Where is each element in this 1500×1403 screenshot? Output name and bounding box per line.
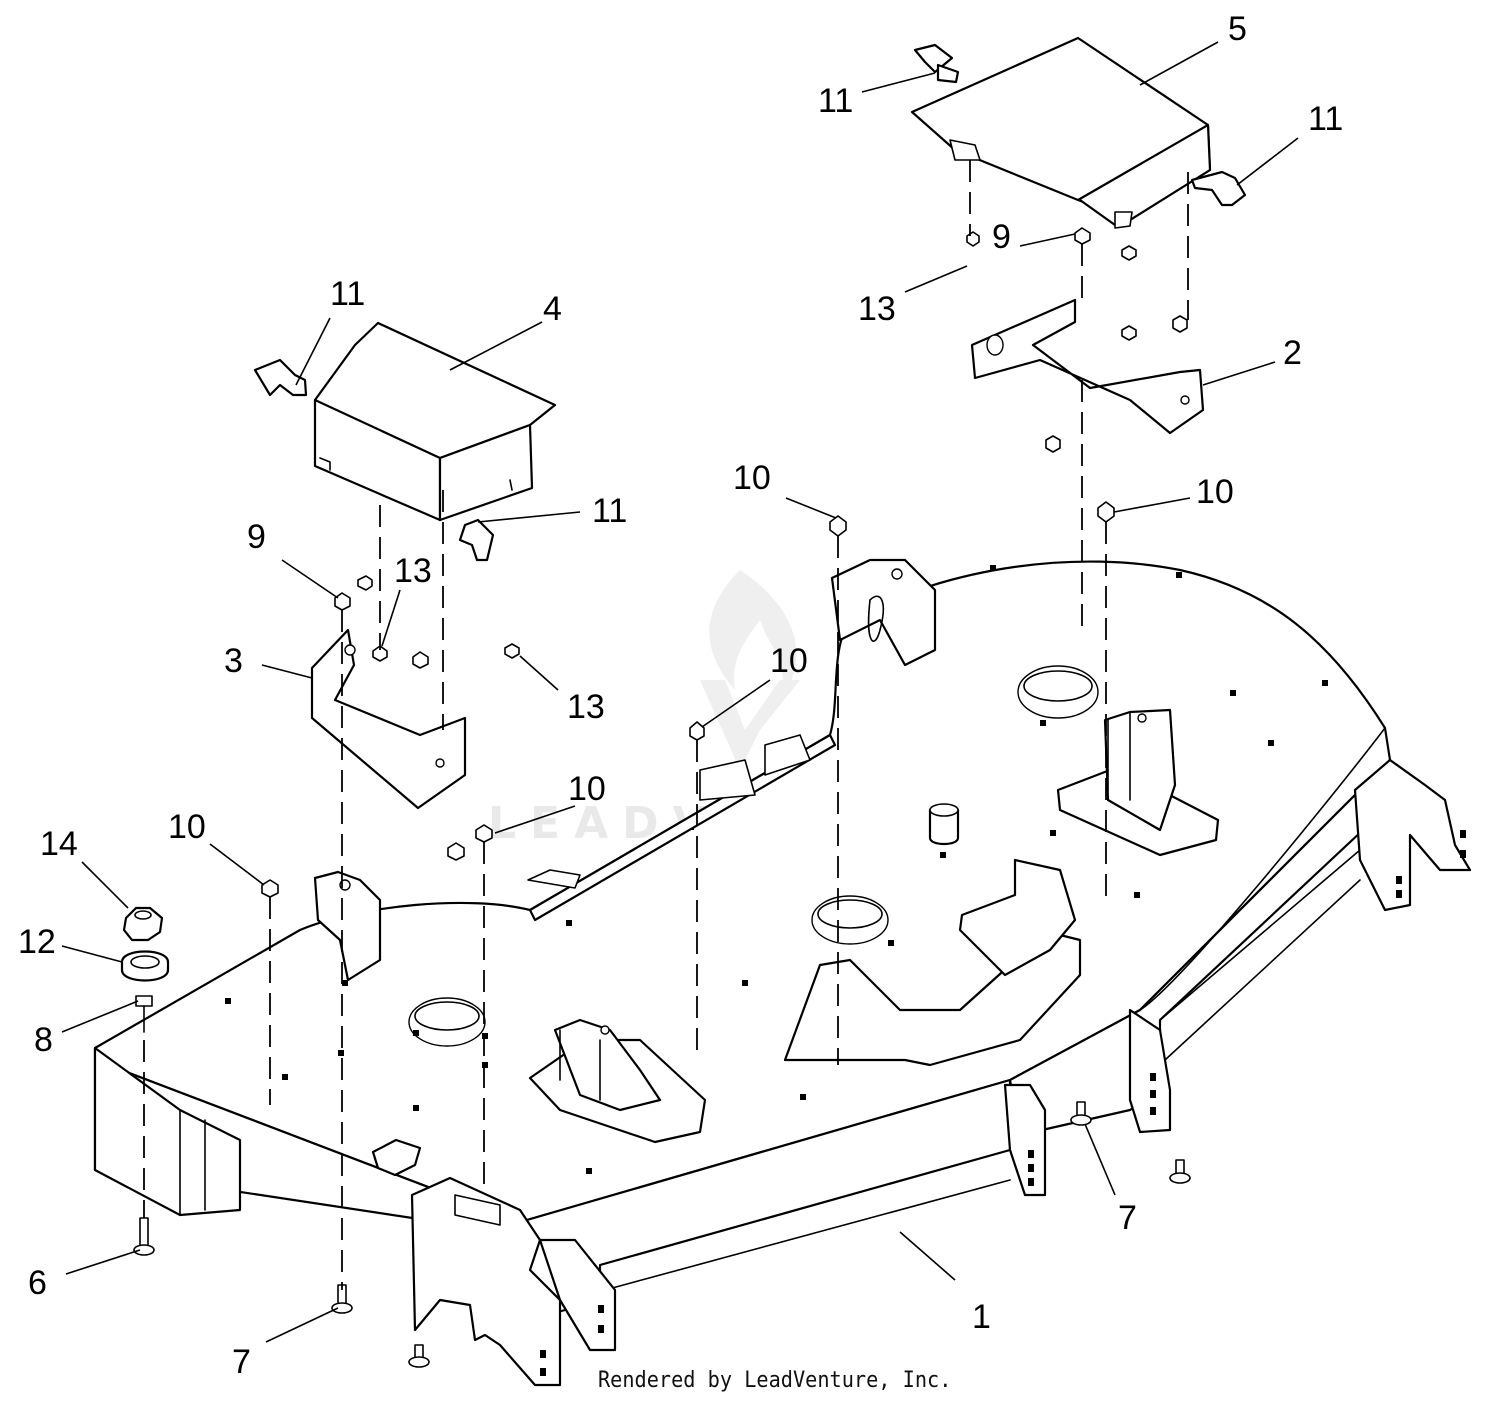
anti-scalp-roller: [120, 906, 170, 1033]
callout-9: 9: [992, 218, 1011, 256]
callout-11: 11: [592, 492, 627, 530]
top-cover-left: [313, 321, 557, 522]
callout-2: 2: [1283, 334, 1302, 372]
callout-8: 8: [34, 1021, 53, 1059]
spindle-mount-left: [528, 1018, 707, 1144]
callout-11: 11: [1308, 100, 1343, 138]
callout-7: 7: [232, 1343, 251, 1381]
deck: [93, 558, 1472, 1387]
callout-7: 7: [1118, 1199, 1137, 1237]
callout-10: 10: [1196, 473, 1234, 511]
callout-10: 10: [568, 770, 606, 808]
bracket-right: [970, 298, 1205, 435]
callout-10: 10: [733, 459, 771, 497]
callout-5: 5: [1228, 10, 1247, 48]
callout-11: 11: [330, 275, 365, 313]
spacer-cylinder: [928, 803, 960, 846]
bracket-left: [310, 628, 467, 810]
callout-10: 10: [168, 808, 206, 846]
callout-6: 6: [28, 1264, 47, 1302]
assembly-lines: [143, 160, 1189, 1290]
knob-11-left-bottom: [458, 518, 495, 562]
knob-11-top: [913, 43, 960, 84]
top-cover-right: [910, 36, 1212, 229]
callout-10: 10: [770, 642, 808, 680]
callout-3: 3: [224, 642, 243, 680]
callout-labels: 5 11 11 9 13 2 11 4 11 10 10 9 13 3 13 1…: [18, 10, 1343, 1381]
knob-11-right: [1190, 170, 1247, 207]
leader-lines: [61, 41, 1299, 1343]
callout-1: 1: [972, 1298, 991, 1336]
spindle-mount-right: [1056, 708, 1220, 857]
nut-hardware: [334, 227, 1188, 669]
callout-4: 4: [543, 290, 562, 328]
rendered-by-credit: Rendered by LeadVenture, Inc.: [598, 1368, 952, 1393]
callout-11: 11: [818, 82, 853, 120]
bolt-hardware: [261, 435, 1115, 898]
callout-14: 14: [40, 825, 78, 863]
callout-13: 13: [858, 290, 896, 328]
callout-13: 13: [394, 552, 432, 590]
callout-9: 9: [247, 518, 266, 556]
knob-11-left-top: [253, 358, 308, 397]
callout-13: 13: [567, 688, 605, 726]
callout-12: 12: [18, 923, 56, 961]
center-mount: [783, 858, 1082, 1067]
